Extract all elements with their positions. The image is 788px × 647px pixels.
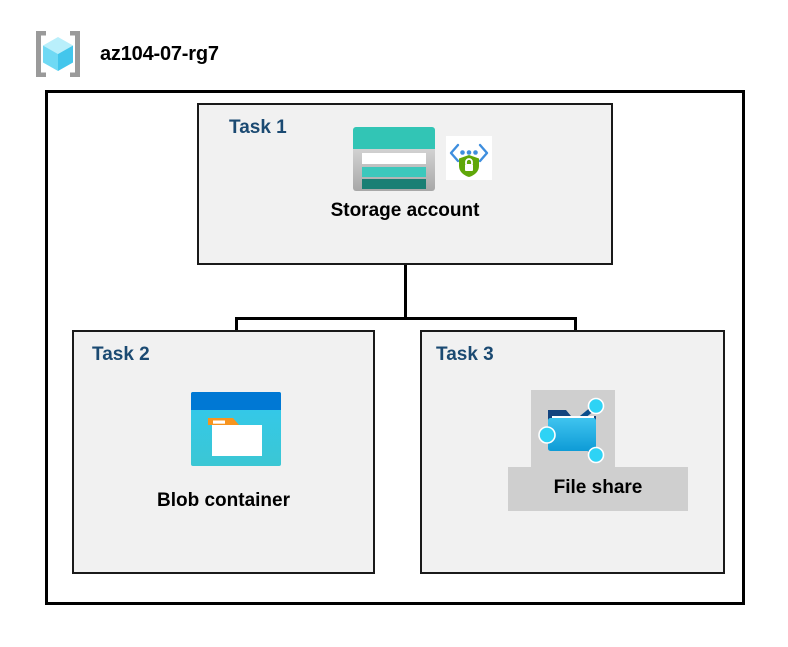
azure-resource-group-icon [36, 31, 80, 77]
page-title: az104-07-rg7 [100, 42, 219, 65]
task-2-box[interactable]: Task 2 [72, 330, 375, 574]
file-share-label-highlight [508, 467, 688, 511]
connector-horizontal-bar [235, 317, 577, 320]
file-share-label: File share [553, 477, 643, 498]
storage-security-icon [446, 136, 492, 180]
storage-account-label: Storage account [330, 200, 480, 221]
storage-account-icon [353, 127, 435, 191]
resource-group-header: az104-07-rg7 [30, 28, 219, 80]
task-1-heading: Task 1 [229, 117, 287, 138]
task-3-heading: Task 3 [436, 344, 494, 365]
file-share-icon [538, 397, 605, 464]
blob-container-label: Blob container [156, 490, 290, 511]
blob-container-icon [191, 392, 281, 466]
connector-root-stem [404, 225, 407, 320]
task-2-heading: Task 2 [92, 344, 150, 365]
